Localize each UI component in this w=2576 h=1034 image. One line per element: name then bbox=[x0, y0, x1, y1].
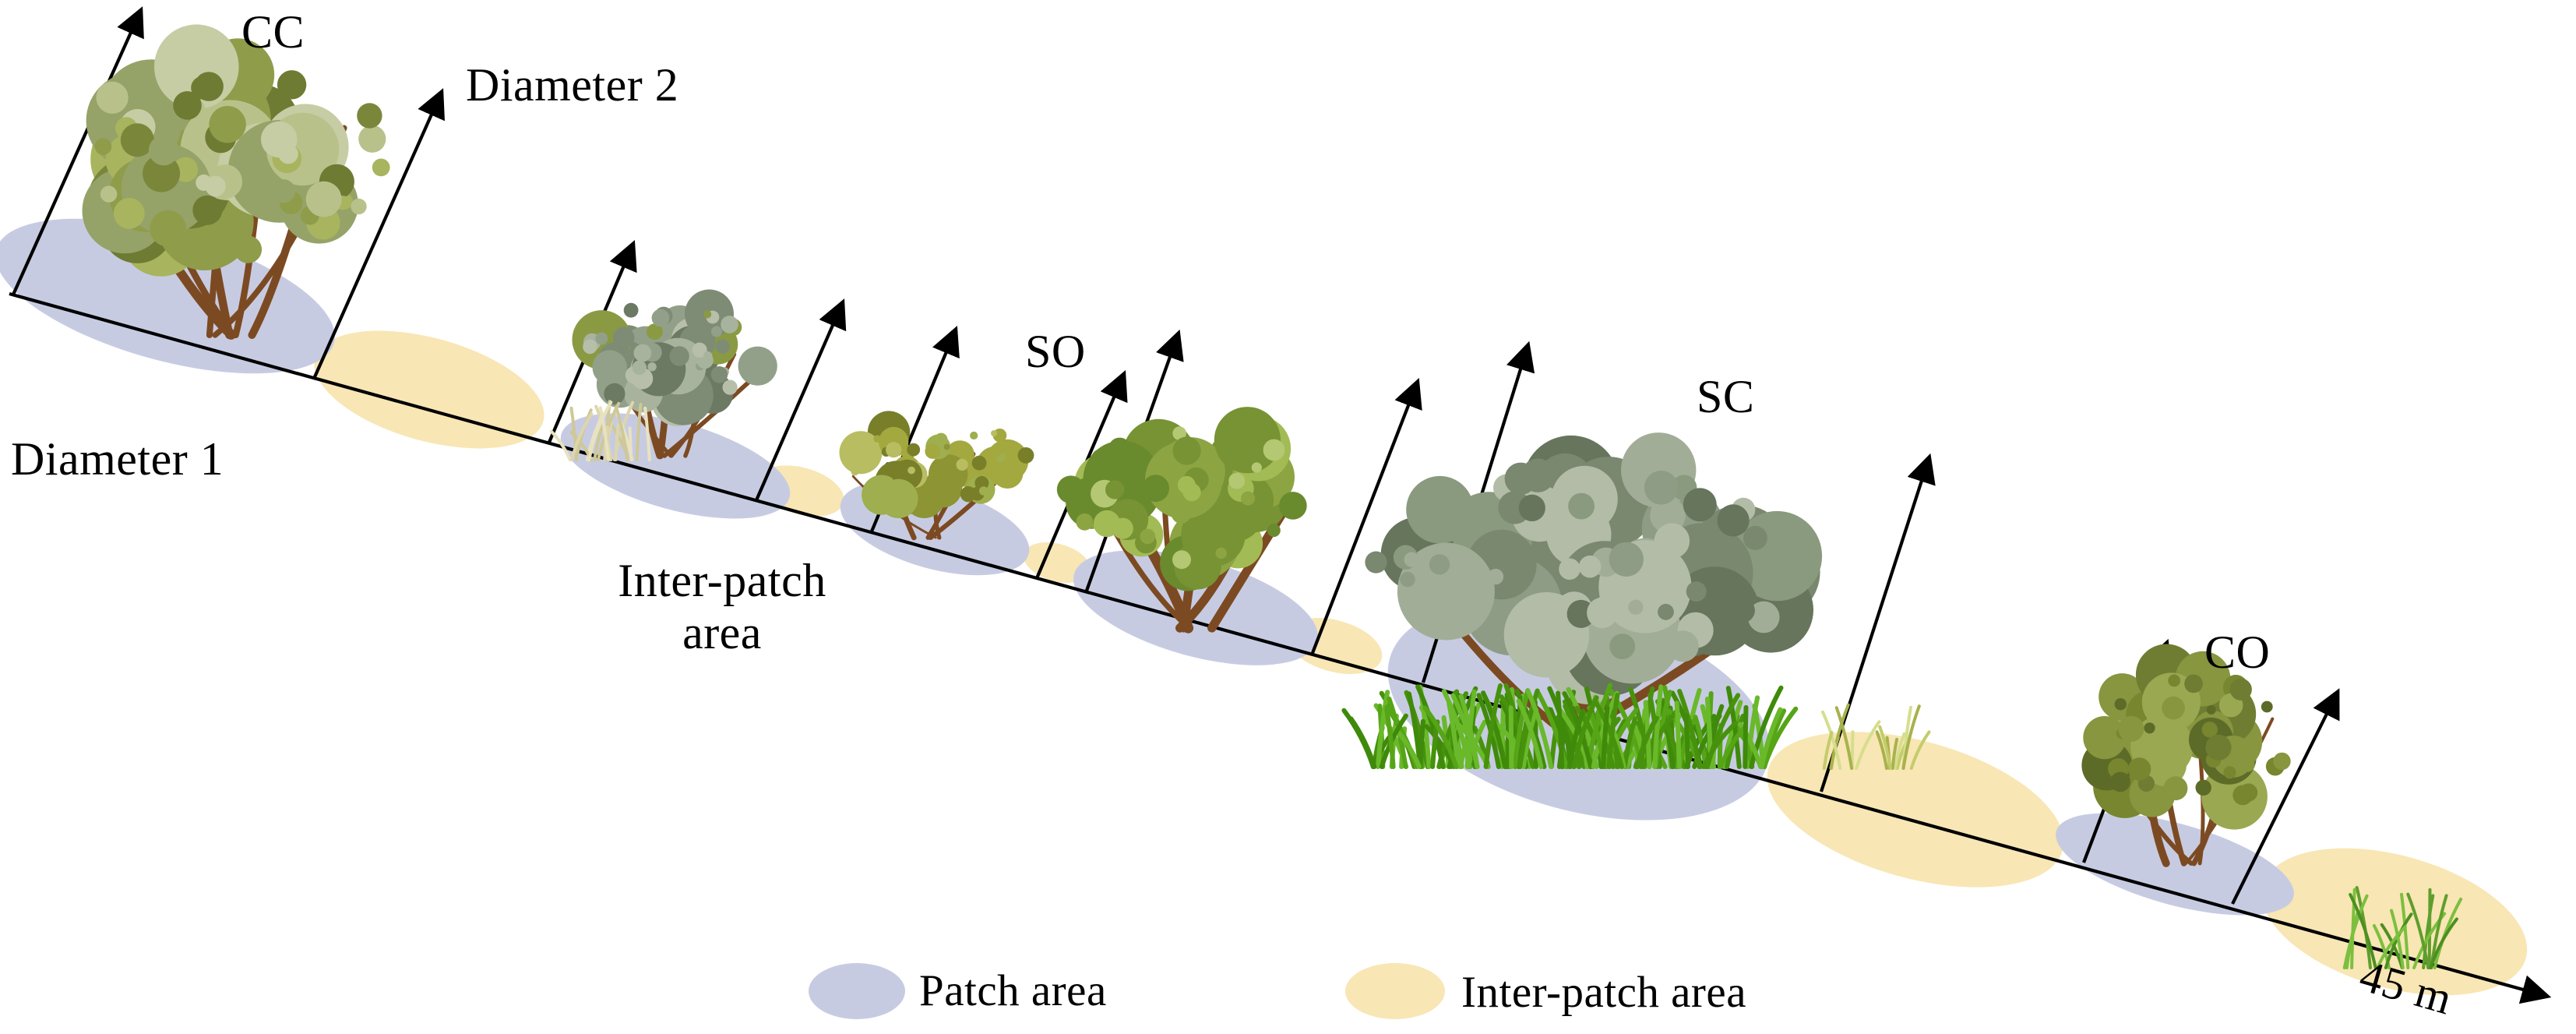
label-cc: CC bbox=[241, 6, 305, 58]
diameter2-arrow bbox=[312, 88, 445, 379]
shrub-so bbox=[1056, 407, 1307, 633]
shrub-gray-green bbox=[572, 289, 777, 460]
legend bbox=[809, 963, 1445, 1019]
grass-tuft-interpatch bbox=[1821, 703, 1931, 770]
interpatch-area-ellipse bbox=[314, 330, 544, 449]
diameter-arrow bbox=[1311, 377, 1422, 654]
label-interpatch-area: Inter-patch area bbox=[618, 555, 826, 659]
transect-line bbox=[9, 291, 2552, 1004]
vegetation-illustrations bbox=[82, 24, 2463, 969]
grass-tuft-end bbox=[2342, 886, 2463, 969]
diameter-arrow bbox=[755, 298, 847, 501]
label-co: CO bbox=[2204, 626, 2271, 678]
shrub-cc bbox=[82, 24, 390, 340]
label-diameter-1: Diameter 1 bbox=[11, 433, 224, 485]
label-sc: SC bbox=[1697, 371, 1755, 422]
interpatch-area-ellipse bbox=[1767, 732, 2064, 888]
grass-row-sc bbox=[1341, 683, 1799, 769]
label-diameter-2: Diameter 2 bbox=[466, 59, 679, 111]
patch-area-ellipse bbox=[2056, 813, 2294, 916]
legend-patch-area-label: Patch area bbox=[919, 966, 1107, 1015]
shrub-sc bbox=[1365, 432, 1823, 746]
shrub-small-olive bbox=[839, 411, 1034, 541]
legend-interpatch-swatch bbox=[1345, 963, 1445, 1019]
diameter-arrow bbox=[2231, 688, 2340, 905]
legend-patch-swatch bbox=[809, 963, 905, 1019]
dry-grass-tuft bbox=[549, 400, 651, 461]
label-so: SO bbox=[1025, 326, 1086, 377]
shrub-co bbox=[2081, 644, 2291, 867]
transect-start-arrow bbox=[12, 6, 144, 295]
legend-interpatch-area-label: Inter-patch area bbox=[1461, 968, 1747, 1017]
